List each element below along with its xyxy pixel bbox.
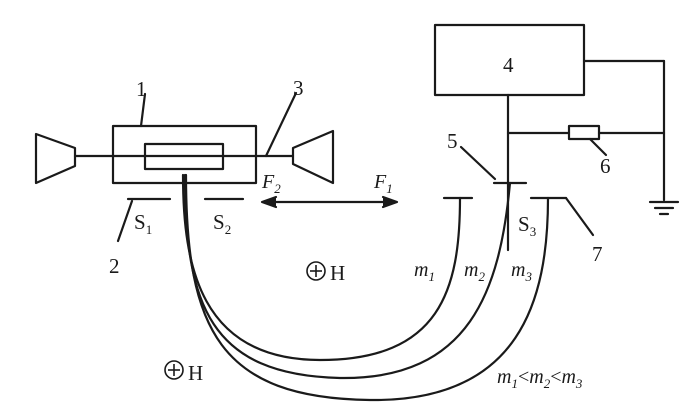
label-m1: m1 bbox=[414, 259, 435, 284]
leader-7 bbox=[564, 196, 595, 237]
arrow-f2 bbox=[260, 195, 278, 209]
mass-relation: m1<m2<m3 bbox=[497, 366, 583, 391]
label-m2: m2 bbox=[464, 259, 485, 284]
leader-5 bbox=[459, 145, 497, 181]
field-label-lower: H bbox=[188, 361, 203, 385]
leader-1 bbox=[139, 92, 147, 128]
field-label-upper: H bbox=[330, 261, 345, 285]
label-2: 2 bbox=[109, 254, 120, 278]
left-cone bbox=[34, 132, 77, 185]
label-6: 6 bbox=[600, 154, 611, 178]
leader-6 bbox=[588, 137, 608, 157]
label-s2: S2 bbox=[213, 210, 231, 237]
label-7: 7 bbox=[592, 242, 603, 266]
label-5: 5 bbox=[447, 129, 458, 153]
label-m3: m3 bbox=[511, 259, 532, 284]
arrow-f1 bbox=[381, 195, 399, 209]
label-f2: F2 bbox=[261, 171, 281, 196]
field-symbol-upper bbox=[306, 261, 326, 281]
trajectory-m3 bbox=[184, 173, 550, 402]
field-symbol-lower bbox=[164, 360, 184, 380]
leader-2 bbox=[116, 199, 134, 243]
label-1: 1 bbox=[136, 77, 147, 101]
label-s3: S3 bbox=[518, 212, 536, 239]
label-4: 4 bbox=[503, 53, 514, 77]
label-3: 3 bbox=[293, 76, 304, 100]
trajectory-m2 bbox=[183, 173, 512, 380]
resistor-6 bbox=[567, 124, 601, 141]
label-f1: F1 bbox=[373, 171, 393, 196]
leader-3 bbox=[264, 91, 298, 158]
label-s1: S1 bbox=[134, 210, 152, 237]
inner-filament bbox=[143, 142, 225, 171]
right-cone bbox=[291, 129, 335, 185]
